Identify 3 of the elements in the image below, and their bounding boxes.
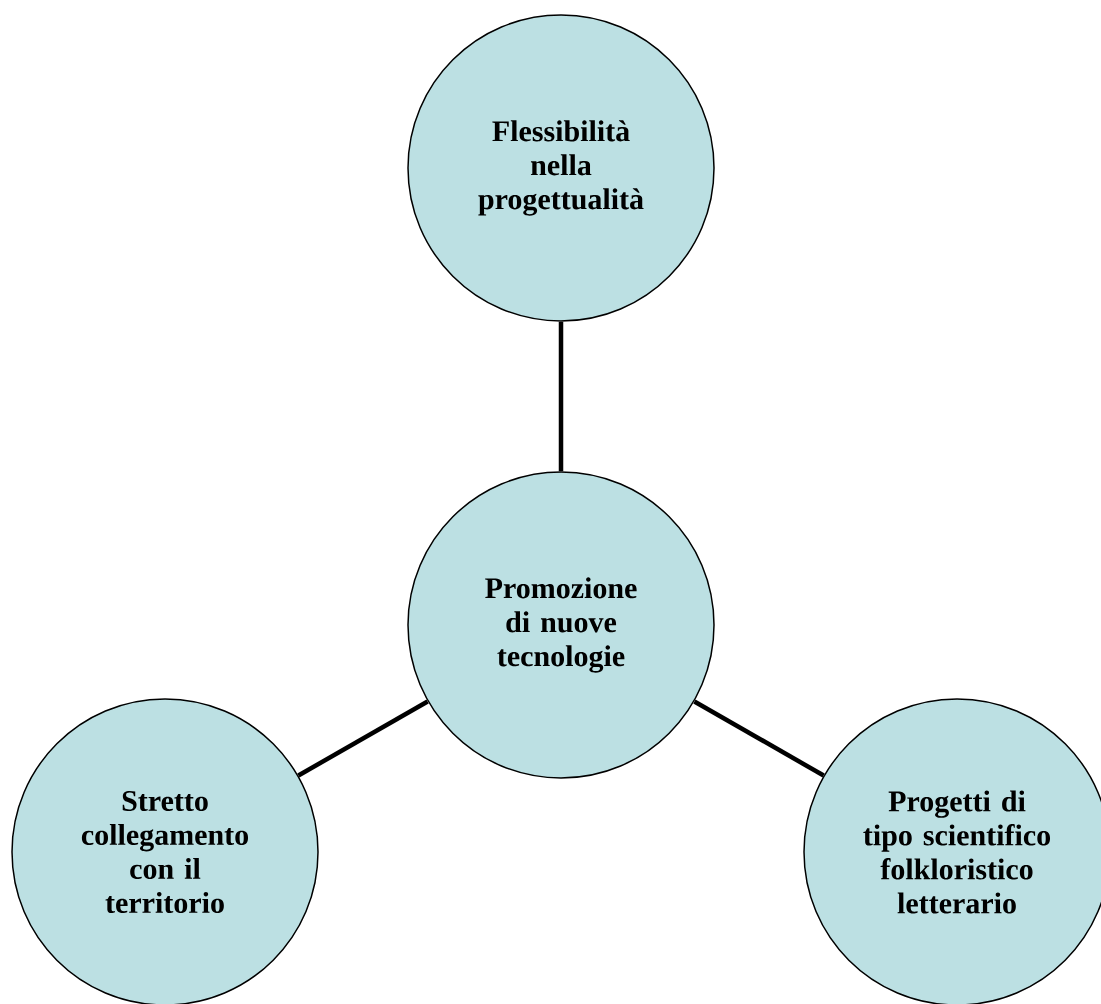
connector-line bbox=[297, 699, 429, 778]
connector-line bbox=[558, 321, 564, 472]
connector-line bbox=[693, 699, 825, 778]
